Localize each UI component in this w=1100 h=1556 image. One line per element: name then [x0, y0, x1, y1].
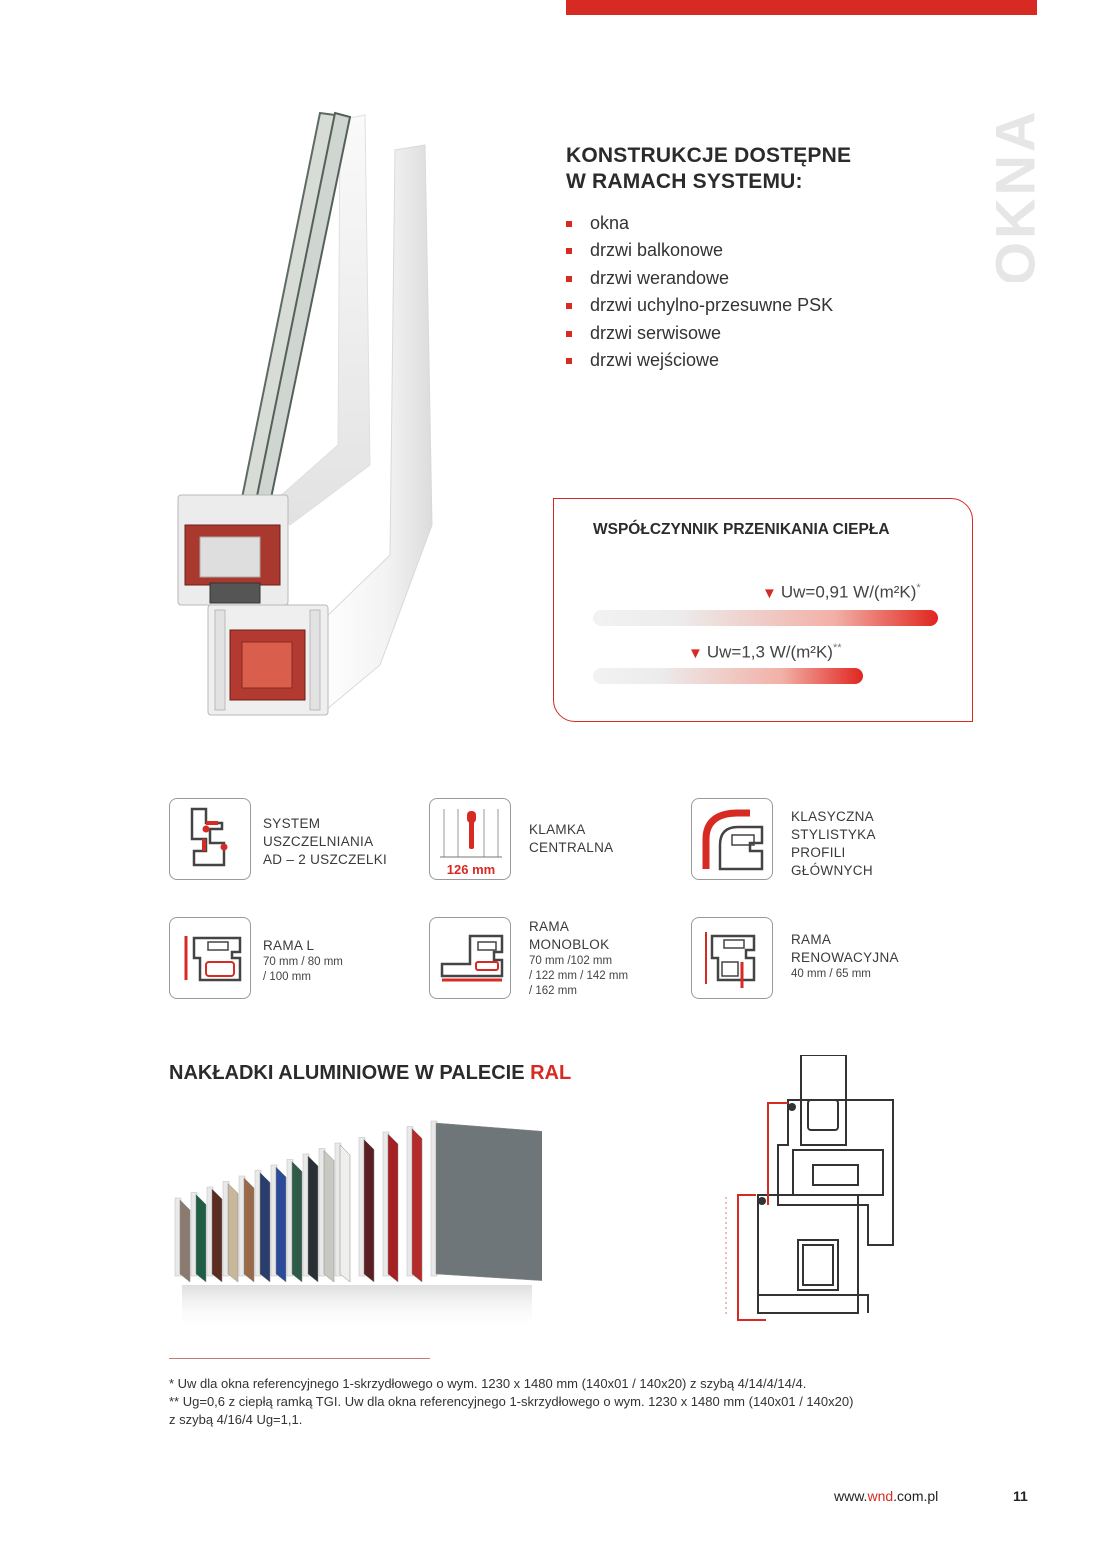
ral-color-sample [243, 1177, 255, 1283]
feature-line: USZCZELNIANIA [263, 834, 374, 849]
down-triangle-icon: ▼ [762, 584, 777, 602]
feature-classic-text: KLASYCZNA STYLISTYKA PROFILI GŁÓWNYCH [791, 808, 876, 880]
footnote-divider [169, 1358, 430, 1359]
ral-color-sample [291, 1160, 303, 1283]
feature-subline: / 122 mm / 142 mm [529, 970, 629, 982]
ral-color-sample [323, 1149, 335, 1283]
feature-subline: / 100 mm [263, 971, 311, 983]
svg-text:OKNA: OKNA [985, 112, 1045, 282]
ral-color-sample [411, 1127, 423, 1283]
central-handle-icon: 126 mm [429, 798, 511, 880]
feature-line: CENTRALNA [529, 840, 614, 855]
constructions-title: KONSTRUKCJE DOSTĘPNE W RAMACH SYSTEMU: [566, 143, 851, 195]
feature-line: KLASYCZNA [791, 809, 874, 824]
ral-color-sample [275, 1166, 287, 1283]
uw-value-2-text: Uw=1,3 W/(m²K) [706, 642, 833, 662]
feature-renovation-text: RAMA RENOWACYJNA 40 mm / 65 mm [791, 931, 899, 982]
heat-transfer-box [553, 498, 973, 722]
ral-title-highlight: RAL [530, 1062, 572, 1084]
monoblock-frame-icon [429, 917, 511, 999]
feature-line: RAMA [529, 919, 570, 934]
uw-value-2-mark: ** [832, 642, 842, 654]
list-item: drzwi uchylno-przesuwne PSK [566, 292, 833, 319]
uw-value-1-mark: * [916, 582, 921, 594]
list-item: drzwi wejściowe [566, 347, 833, 374]
list-item: drzwi werandowe [566, 265, 833, 292]
feature-subline: 40 mm / 65 mm [791, 968, 871, 980]
side-section-label: OKNA [985, 112, 1045, 282]
ral-color-sample [307, 1155, 319, 1283]
footnote: ** Ug=0,6 z ciepłą ramką TGI. Uw dla okn… [169, 1394, 854, 1409]
footnotes: * Uw dla okna referencyjnego 1-skrzydłow… [169, 1375, 853, 1429]
ral-color-sample [179, 1199, 191, 1283]
ral-color-sample [195, 1193, 207, 1283]
footnote: z szybą 4/16/4 Ug=1,1. [169, 1412, 303, 1427]
constructions-title-line1: KONSTRUKCJE DOSTĘPNE [566, 144, 852, 167]
window-profile-illustration [177, 111, 433, 717]
website-prefix: www. [834, 1488, 868, 1504]
uw-bar-1 [593, 610, 938, 626]
feature-line: SYSTEM [263, 816, 321, 831]
uw-value-1-text: Uw=0,91 W/(m²K) [780, 582, 917, 602]
ral-color-sample [435, 1122, 542, 1281]
ral-color-sample [387, 1133, 399, 1283]
classic-profile-icon [691, 798, 773, 880]
feature-line: GŁÓWNYCH [791, 863, 873, 878]
svg-text:126 mm: 126 mm [447, 862, 495, 877]
feature-subline: / 162 mm [529, 985, 577, 997]
down-triangle-icon: ▼ [688, 644, 703, 662]
feature-handle-text: KLAMKA CENTRALNA [529, 821, 613, 857]
list-item: drzwi balkonowe [566, 237, 833, 264]
feature-line: STYLISTYKA [791, 827, 876, 842]
seal-system-icon [169, 798, 251, 880]
ral-color-sample [339, 1144, 351, 1283]
ral-color-sample [227, 1182, 239, 1283]
feature-line: AD – 2 USZCZELKI [263, 852, 388, 867]
feature-line: RAMA L [263, 938, 315, 953]
renovation-frame-icon [691, 917, 773, 999]
ral-title-text: NAKŁADKI ALUMINIOWE W PALECIE [169, 1062, 531, 1084]
ral-title: NAKŁADKI ALUMINIOWE W PALECIE RAL [169, 1062, 571, 1085]
uw-value-2: ▼Uw=1,3 W/(m²K)** [688, 642, 842, 663]
website-suffix: .com.pl [893, 1488, 939, 1504]
feature-line: RENOWACYJNA [791, 950, 899, 965]
list-item: drzwi serwisowe [566, 320, 833, 347]
website-brand: wnd [867, 1488, 894, 1504]
ral-color-sample [211, 1188, 223, 1283]
frame-technical-drawing [725, 1055, 894, 1321]
feature-subline: 70 mm / 80 mm [263, 956, 343, 968]
list-item: okna [566, 210, 833, 237]
constructions-title-line2: W RAMACH SYSTEMU: [566, 170, 803, 193]
feature-line: MONOBLOK [529, 937, 610, 952]
page-number: 11 [1013, 1488, 1028, 1504]
feature-subline: 70 mm /102 mm [529, 955, 613, 967]
constructions-list: okna drzwi balkonowe drzwi werandowe drz… [566, 210, 833, 374]
ral-color-sample [259, 1171, 271, 1283]
website-link[interactable]: www.wnd.com.pl [834, 1488, 938, 1504]
feature-seal-text: SYSTEM USZCZELNIANIA AD – 2 USZCZELKI [263, 815, 387, 869]
feature-line: RAMA [791, 932, 832, 947]
uw-value-1: ▼Uw=0,91 W/(m²K)* [762, 582, 921, 603]
top-accent-bar [566, 0, 1037, 15]
heat-transfer-title: WSPÓŁCZYNNIK PRZENIKANIA CIEPŁA [593, 521, 890, 538]
feature-lframe-text: RAMA L 70 mm / 80 mm / 100 mm [263, 937, 343, 985]
ral-color-sample [363, 1138, 375, 1283]
ral-cover-samples [174, 1120, 542, 1330]
feature-monoblock-text: RAMA MONOBLOK 70 mm /102 mm / 122 mm / 1… [529, 918, 628, 999]
uw-bar-2 [593, 668, 863, 684]
feature-line: PROFILI [791, 845, 846, 860]
feature-line: KLAMKA [529, 822, 586, 837]
footnote: * Uw dla okna referencyjnego 1-skrzydłow… [169, 1376, 807, 1391]
l-frame-icon [169, 917, 251, 999]
